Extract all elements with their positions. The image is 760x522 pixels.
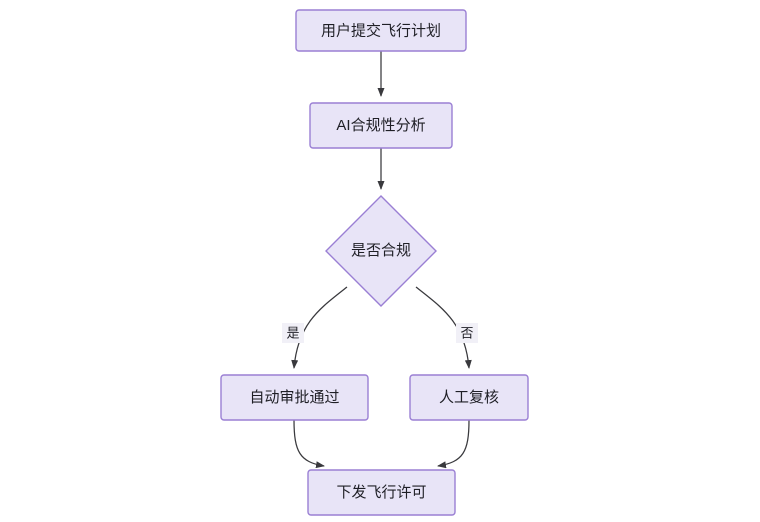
edge-decision-to-auto-approve xyxy=(291,286,348,369)
edge-label-no-text: 否 xyxy=(460,325,473,340)
node-analysis-label: AI合规性分析 xyxy=(336,117,425,134)
edge-auto-approve-to-issue-permit xyxy=(293,419,325,469)
node-manual-review-shape[interactable] xyxy=(409,374,529,421)
edge-label-yes-background xyxy=(282,323,304,343)
node-issue-permit-shape[interactable] xyxy=(307,469,456,516)
edge-label-no-background xyxy=(456,323,478,343)
node-layer: 用户提交飞行计划 AI合规性分析 是否合规 自动审批通过 人工复核 下发飞行许可 xyxy=(220,9,529,516)
node-submit[interactable]: 用户提交飞行计划 xyxy=(295,9,467,52)
node-submit-shape[interactable] xyxy=(295,9,467,52)
edge-manual-review-to-issue-permit xyxy=(437,419,470,469)
edge-label-layer: 是 否 xyxy=(282,323,478,343)
node-manual-review-label: 人工复核 xyxy=(439,388,499,406)
edge-decision-to-manual-review xyxy=(415,286,472,369)
node-issue-permit[interactable]: 下发飞行许可 xyxy=(307,469,456,516)
node-analysis-shape[interactable] xyxy=(309,102,453,149)
node-auto-approve-shape[interactable] xyxy=(220,374,369,421)
edge-layer xyxy=(291,51,472,469)
node-issue-permit-label: 下发飞行许可 xyxy=(336,484,426,501)
node-auto-approve[interactable]: 自动审批通过 xyxy=(220,374,369,421)
node-decision-label: 是否合规 xyxy=(351,242,411,259)
edge-label-yes: 是 xyxy=(282,323,304,343)
node-auto-approve-label: 自动审批通过 xyxy=(249,389,339,406)
node-decision[interactable]: 是否合规 xyxy=(325,195,437,307)
node-analysis[interactable]: AI合规性分析 xyxy=(309,102,453,149)
edge-label-yes-text: 是 xyxy=(286,325,299,340)
node-submit-label: 用户提交飞行计划 xyxy=(321,21,441,39)
node-manual-review[interactable]: 人工复核 xyxy=(409,374,529,421)
edge-label-no: 否 xyxy=(456,323,478,343)
node-decision-shape[interactable] xyxy=(325,195,437,307)
